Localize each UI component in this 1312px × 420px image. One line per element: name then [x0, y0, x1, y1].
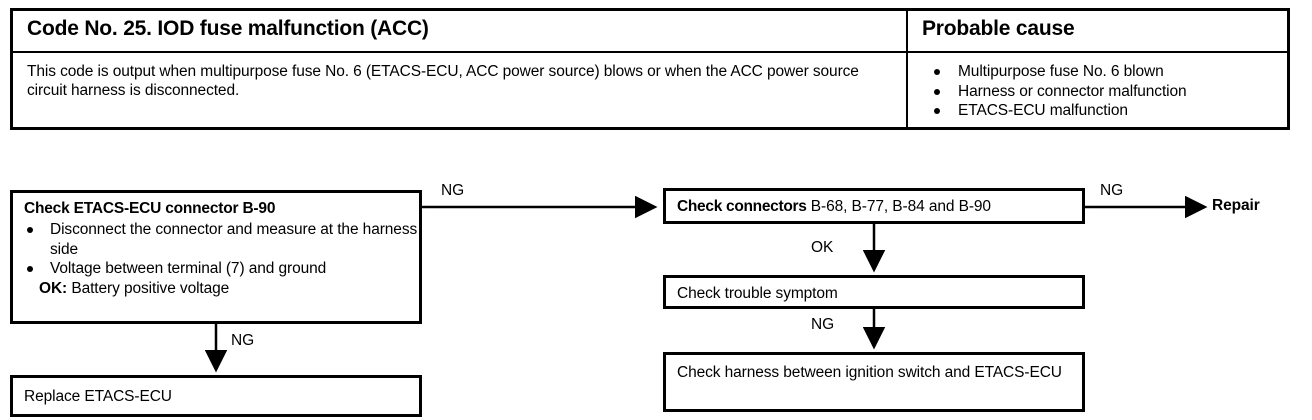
flow-box-title: Check ETACS-ECU connector B-90: [24, 200, 276, 217]
connector-label-ng-harness: NG: [811, 316, 835, 333]
connector-label-ng-left: NG: [441, 182, 465, 199]
code-description: This code is output when multipurpose fu…: [27, 63, 859, 99]
flow-box-label: Check trouble symptom: [677, 285, 838, 302]
table-cell-description: This code is output when multipurpose fu…: [13, 53, 908, 127]
ok-label: OK:: [39, 279, 68, 297]
code-title: Code No. 25. IOD fuse malfunction (ACC): [27, 17, 429, 40]
table-header-cell-cause: Probable cause: [908, 11, 1287, 51]
table-header-cell-code: Code No. 25. IOD fuse malfunction (ACC): [13, 11, 908, 51]
list-item: Voltage between terminal (7) and ground: [24, 259, 419, 279]
list-item: Disconnect the connector and measure at …: [24, 220, 419, 259]
connector-label-ng-replace: NG: [231, 332, 255, 349]
list-item: Harness or connector malfunction: [932, 82, 1287, 102]
probable-cause-list: Multipurpose fuse No. 6 blown Harness or…: [908, 53, 1287, 121]
flow-terminal-repair: Repair: [1212, 197, 1260, 214]
ok-value: Battery positive voltage: [71, 279, 230, 297]
flow-box-ok-criteria: OK: Battery positive voltage: [13, 279, 419, 299]
flow-box-check-connectors[interactable]: Check connectors B-68, B-77, B-84 and B-…: [663, 188, 1085, 224]
table-header-row: Code No. 25. IOD fuse malfunction (ACC) …: [13, 11, 1287, 53]
flow-box-check-harness[interactable]: Check harness between ignition switch an…: [663, 352, 1085, 412]
flow-box-label: Replace ETACS-ECU: [24, 388, 172, 405]
probable-cause-title: Probable cause: [922, 17, 1075, 40]
flow-box-step-list: Disconnect the connector and measure at …: [13, 218, 419, 279]
flow-box-label-lead: Check connectors: [677, 198, 807, 215]
table-cell-causes: Multipurpose fuse No. 6 blown Harness or…: [908, 53, 1287, 127]
flow-box-label: Check harness between ignition switch an…: [677, 364, 1062, 381]
flow-box-label: Check connectors B-68, B-77, B-84 and B-…: [666, 191, 1082, 217]
table-body-row: This code is output when multipurpose fu…: [13, 53, 1287, 127]
flow-box-replace-etacs-ecu[interactable]: Replace ETACS-ECU: [10, 375, 422, 417]
connector-label-ng-repair: NG: [1100, 182, 1124, 199]
list-item: ETACS-ECU malfunction: [932, 101, 1287, 121]
flow-box-check-etacs-ecu-connector[interactable]: Check ETACS-ECU connector B-90 Disconnec…: [10, 190, 422, 324]
flow-box-check-trouble-symptom[interactable]: Check trouble symptom: [663, 275, 1085, 309]
diagnostic-info-table: Code No. 25. IOD fuse malfunction (ACC) …: [10, 8, 1290, 130]
connector-label-ok: OK: [811, 239, 834, 256]
flow-box-label-rest: B-68, B-77, B-84 and B-90: [806, 198, 991, 215]
list-item: Multipurpose fuse No. 6 blown: [932, 62, 1287, 82]
